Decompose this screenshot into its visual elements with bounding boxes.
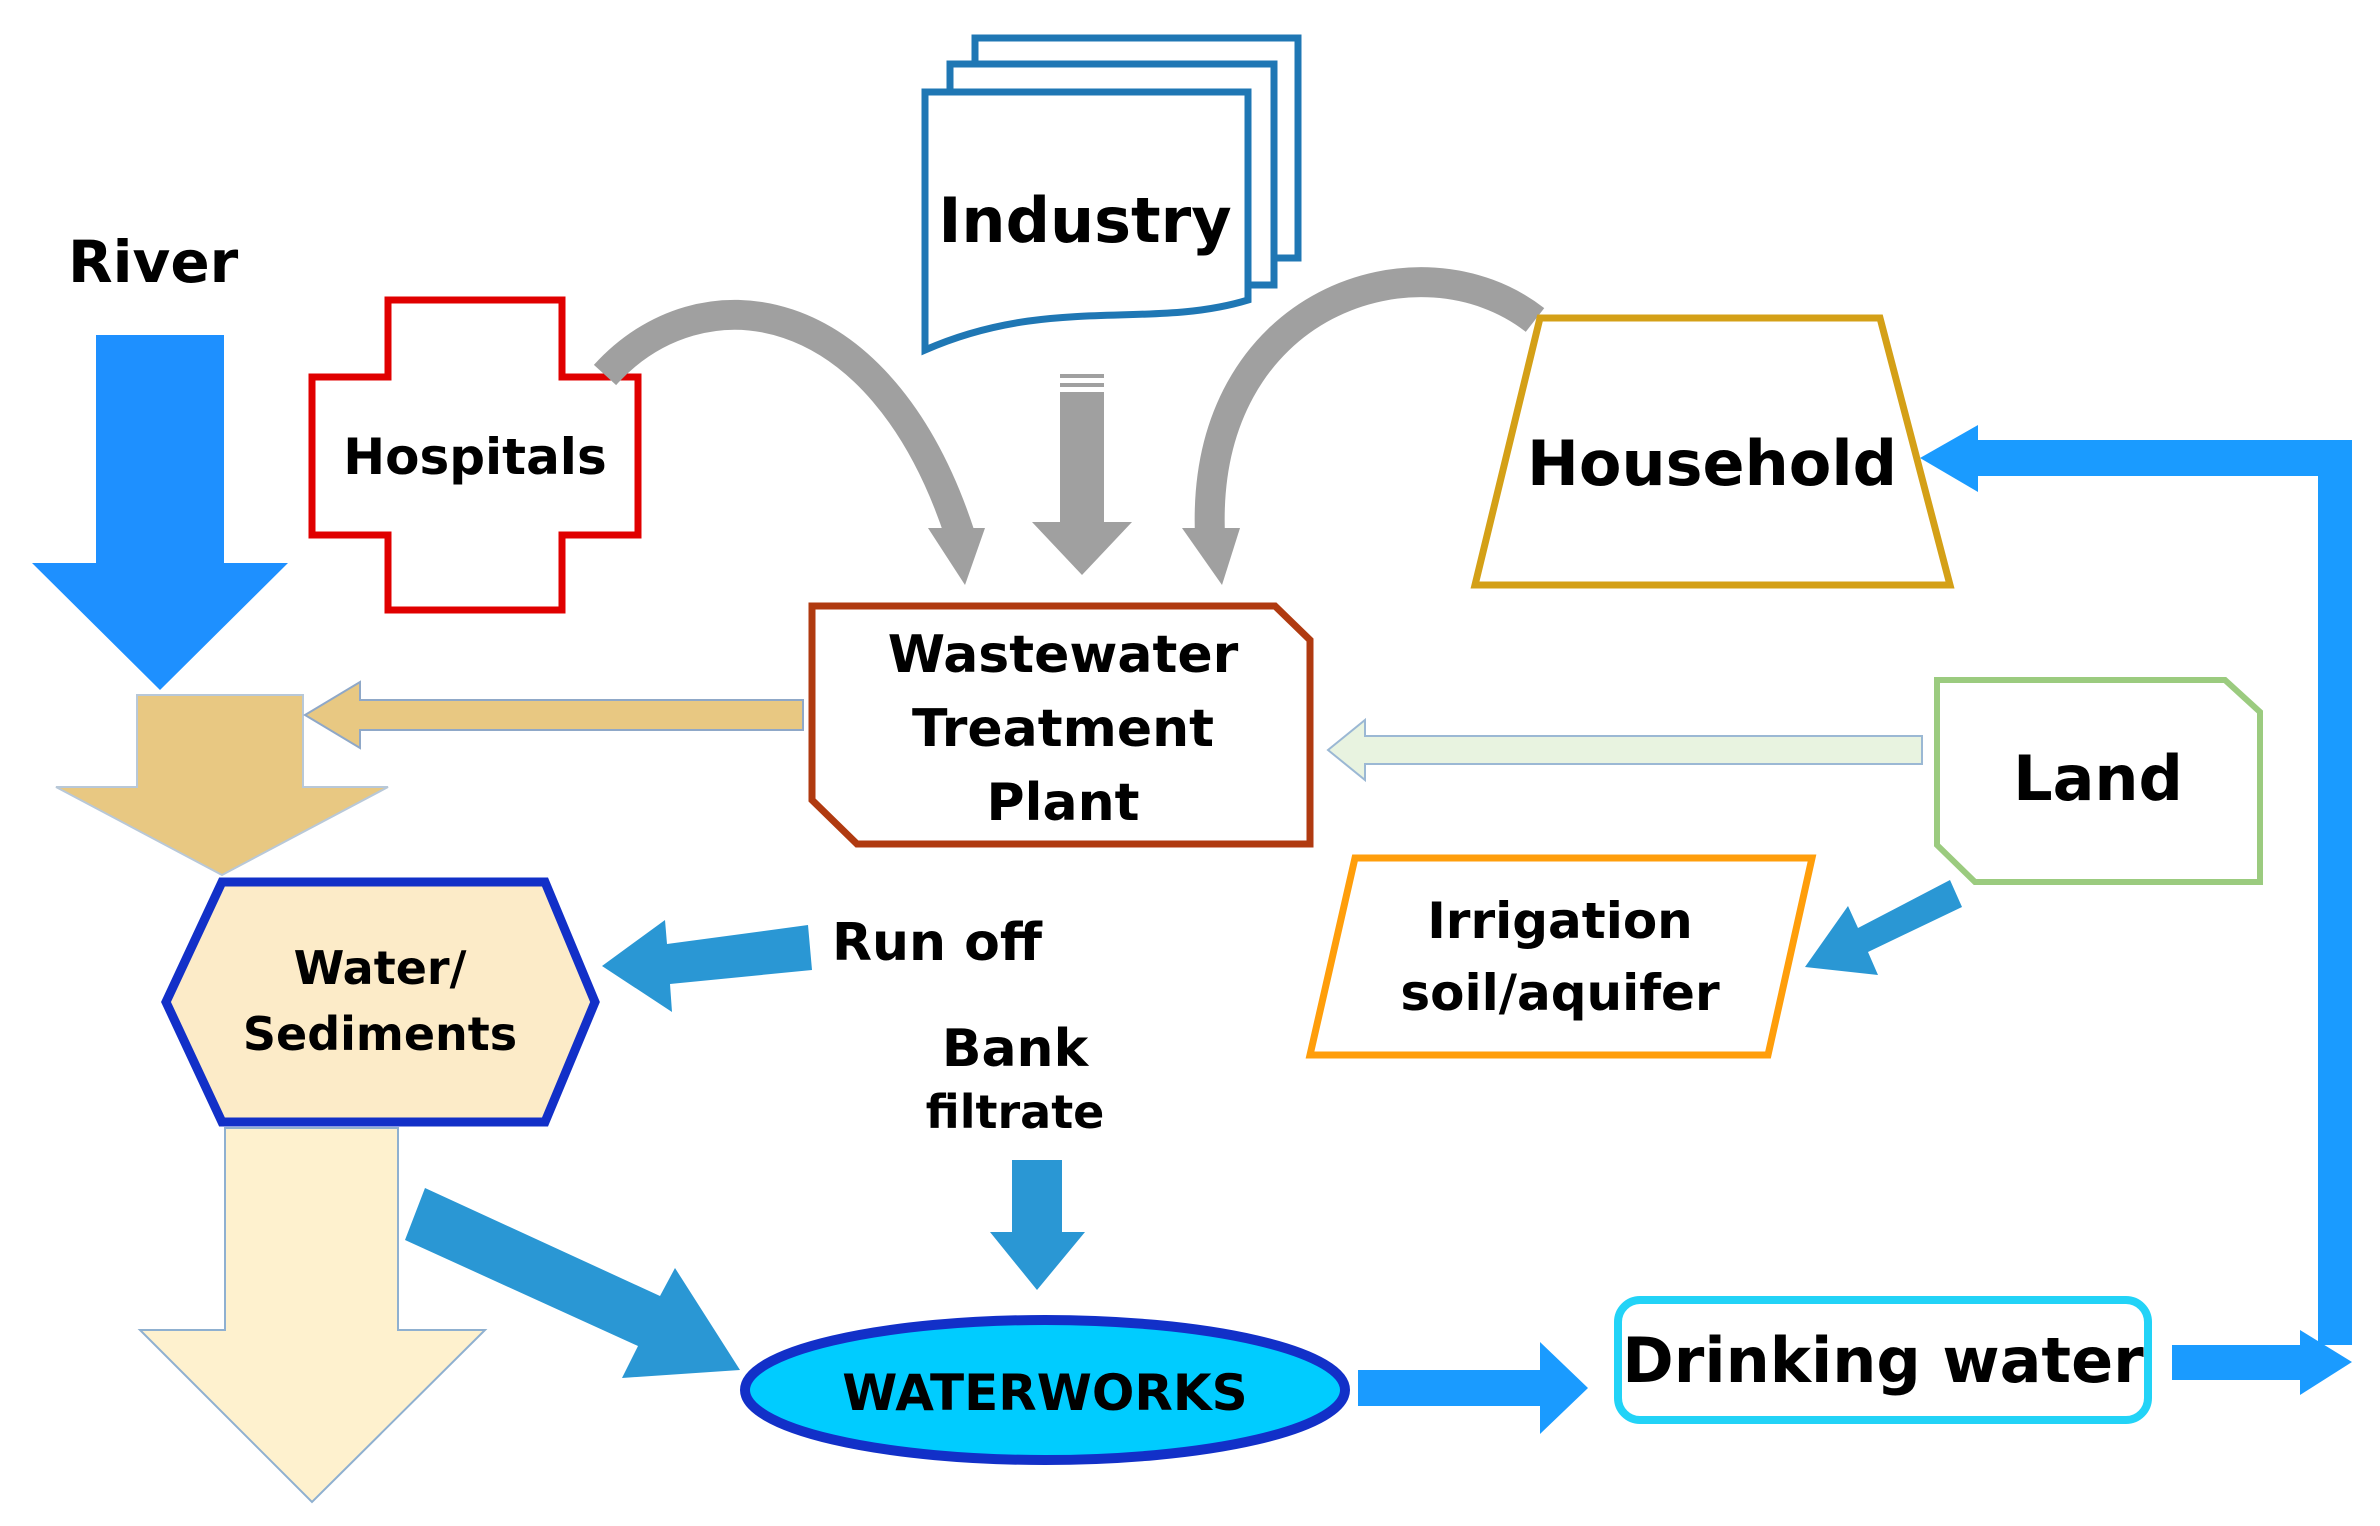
drinking-to-household-loop-arrow <box>1920 425 2352 1395</box>
bank-filtrate-arrow <box>990 1160 1085 1290</box>
household-label: Household <box>1527 427 1897 500</box>
land-to-irrigation-arrow <box>1805 880 1962 975</box>
hospitals-label: Hospitals <box>343 428 606 486</box>
industry-document-stack <box>921 34 1302 356</box>
wwtp-box <box>808 602 1314 848</box>
land-box <box>1934 677 2263 885</box>
tan-down-arrow <box>55 694 389 877</box>
land-label: Land <box>2013 742 2183 815</box>
hospitals-curved-arrow <box>593 299 985 585</box>
river-label: River <box>68 228 239 296</box>
industry-label: Industry <box>938 184 1231 257</box>
irrigation-label-line2: soil/aquifer <box>1400 964 1720 1022</box>
river-down-arrow <box>32 335 288 690</box>
sediments-to-waterworks-arrow <box>405 1188 740 1378</box>
hospitals-cross <box>308 296 642 614</box>
wwtp-label-line2: Treatment <box>912 699 1214 759</box>
bank-label: Bank <box>942 1019 1090 1079</box>
land-to-wwtp-arrow <box>1326 717 1923 783</box>
runoff-arrow <box>602 920 812 1012</box>
wwtp-label-line1: Wastewater <box>888 625 1239 685</box>
waterworks-to-drinking-arrow <box>1358 1342 1588 1434</box>
runoff-label: Run off <box>832 913 1043 973</box>
waterworks-label: WATERWORKS <box>842 1364 1247 1422</box>
drinking-water-box <box>1614 1296 2152 1424</box>
irrigation-label-line1: Irrigation <box>1427 892 1693 950</box>
tan-left-arrow <box>303 680 804 750</box>
industry-down-arrow <box>1032 374 1132 575</box>
cream-down-arrow <box>137 1127 488 1504</box>
water-sediments-label-line2: Sediments <box>243 1007 517 1061</box>
household-shape <box>1470 314 1955 589</box>
household-curved-arrow <box>1182 267 1545 585</box>
wwtp-label-line3: Plant <box>987 773 1140 833</box>
water-sediments-label-line1: Water/ <box>294 941 467 995</box>
drinking-water-label: Drinking water <box>1622 1324 2144 1397</box>
irrigation-shape <box>1305 854 1817 1059</box>
water-sediments-hexagon <box>161 877 600 1127</box>
filtrate-label: filtrate <box>926 1085 1105 1139</box>
waterworks-ellipse <box>740 1315 1350 1465</box>
